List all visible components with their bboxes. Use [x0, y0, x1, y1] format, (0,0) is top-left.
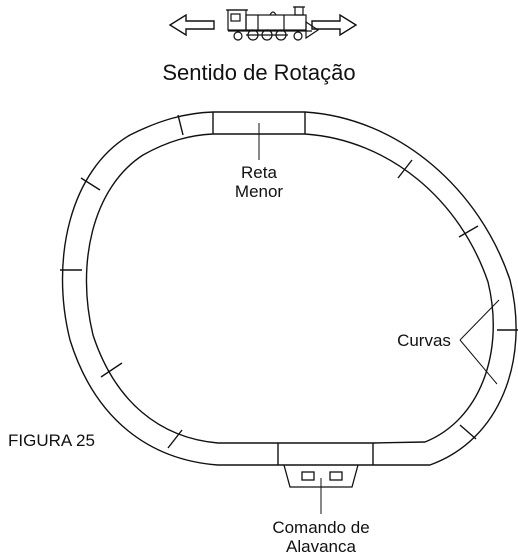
track-section-divider — [177, 114, 184, 136]
direction-indicator — [168, 6, 358, 41]
label-straight-short-line1: Reta — [241, 163, 277, 182]
arrow-right-outline-icon — [311, 13, 358, 37]
label-curves: Curvas — [397, 331, 451, 350]
track-section-divider — [458, 225, 479, 238]
label-lever-command-line1: Comando de — [272, 518, 369, 537]
track-section-divider — [459, 424, 477, 440]
steam-locomotive-icon — [226, 6, 320, 41]
track-section-divider — [100, 362, 123, 378]
label-lever-command-line2: Alavanca — [286, 537, 356, 556]
track-section-divider — [80, 177, 101, 191]
arrow-left-outline-icon — [168, 13, 215, 37]
label-straight-short-line2: Menor — [235, 182, 284, 201]
leader-lines — [258, 123, 500, 514]
track-inner-rail — [85, 133, 494, 444]
direction-title: Sentido de Rotação — [162, 60, 355, 85]
label-figure: FIGURA 25 — [8, 431, 95, 450]
track-section-divider — [397, 159, 413, 179]
track-oval — [60, 111, 518, 466]
track-section-divider — [167, 429, 183, 449]
track-outer-rail — [61, 111, 517, 466]
